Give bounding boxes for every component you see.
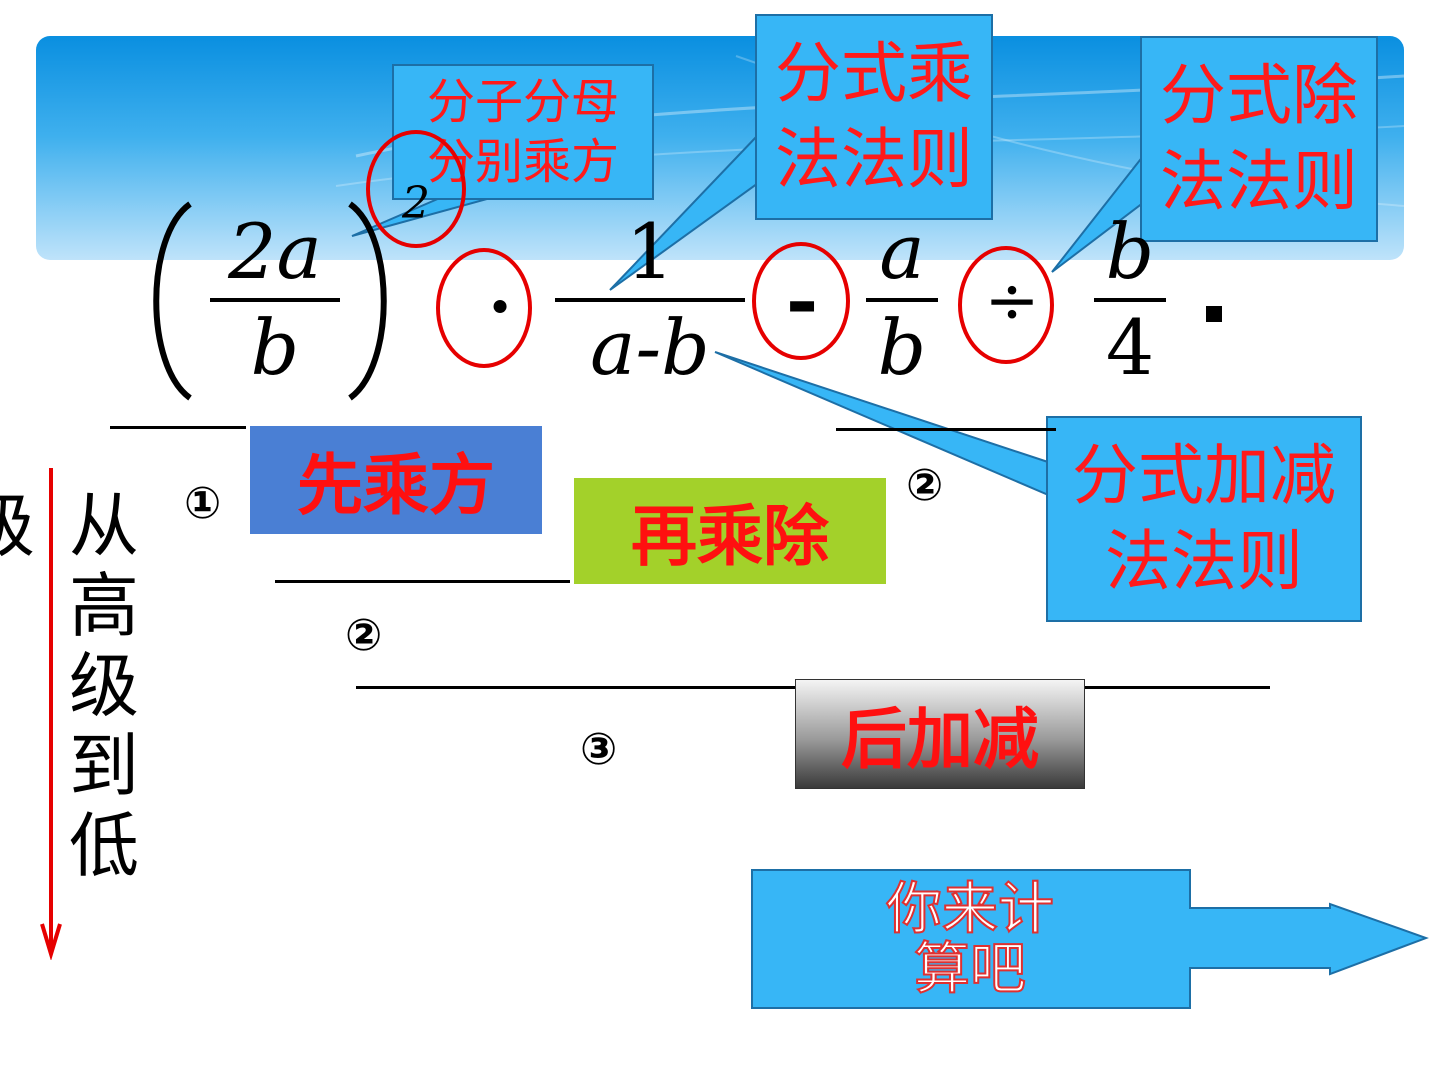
order-text-vertical: 从高级到低	[69, 485, 139, 887]
frac1-denominator: b	[250, 303, 300, 392]
frac4-denominator: 4	[1105, 303, 1155, 392]
step1-box: 先乘方	[250, 426, 542, 534]
callout-multiply-rule-line1: 分式乘	[775, 35, 973, 112]
callout-divide-rule-line2: 法法则	[1160, 143, 1358, 220]
step2-underline	[275, 580, 570, 583]
step1-underline	[110, 426, 246, 429]
frac3-numerator: a	[879, 207, 925, 296]
step3-box: 后加减	[795, 679, 1085, 789]
callout-add-sub-rule-line1: 分式加减	[1072, 437, 1336, 514]
frac2-bar	[555, 298, 745, 302]
callout-square-rule-line1: 分子分母	[426, 74, 619, 130]
step-number-3: ③	[580, 724, 618, 775]
arrow-right-icon	[751, 869, 1429, 1009]
next-button-line2: 算吧	[913, 937, 1027, 1002]
frac1-numerator: 2a	[228, 207, 322, 296]
callout-divide-rule: 分式除 法法则	[1140, 36, 1378, 242]
ring-multiply	[436, 248, 532, 368]
frac4-numerator: b	[1105, 207, 1155, 296]
ring-minus	[752, 242, 850, 360]
frac3-denominator: b	[877, 303, 927, 392]
step-number-2: ②	[345, 610, 383, 661]
frac2-numerator: 1	[625, 207, 675, 296]
next-button-label: 你来计 算吧	[750, 877, 1190, 1002]
ring-divide	[958, 246, 1054, 364]
step-number-2b: ②	[906, 460, 944, 511]
callout-multiply-rule-line2: 法法则	[775, 121, 973, 198]
end-mark	[1206, 306, 1222, 322]
down-arrow-icon	[40, 468, 62, 960]
step2b-underline	[836, 428, 1056, 431]
callout-multiply-rule: 分式乘 法法则	[755, 14, 993, 220]
next-button[interactable]: 你来计 算吧	[750, 868, 1430, 1010]
next-button-line1: 你来计	[885, 877, 1055, 942]
callout-divide-rule-line1: 分式除	[1160, 57, 1358, 134]
frac4-bar	[1094, 298, 1166, 302]
frac1-bar	[210, 298, 340, 302]
parentheses	[153, 201, 387, 401]
callout-add-sub-rule: 分式加减 法法则	[1046, 416, 1362, 622]
ring-exponent	[366, 130, 466, 248]
frac2-denominator: a-b	[590, 303, 710, 392]
step2-box: 再乘除	[574, 478, 886, 584]
callout-add-sub-rule-line2: 法法则	[1105, 523, 1303, 600]
order-text-partial: 级	[0, 486, 40, 566]
frac3-bar	[866, 298, 938, 302]
step-number-1: ①	[184, 478, 222, 529]
